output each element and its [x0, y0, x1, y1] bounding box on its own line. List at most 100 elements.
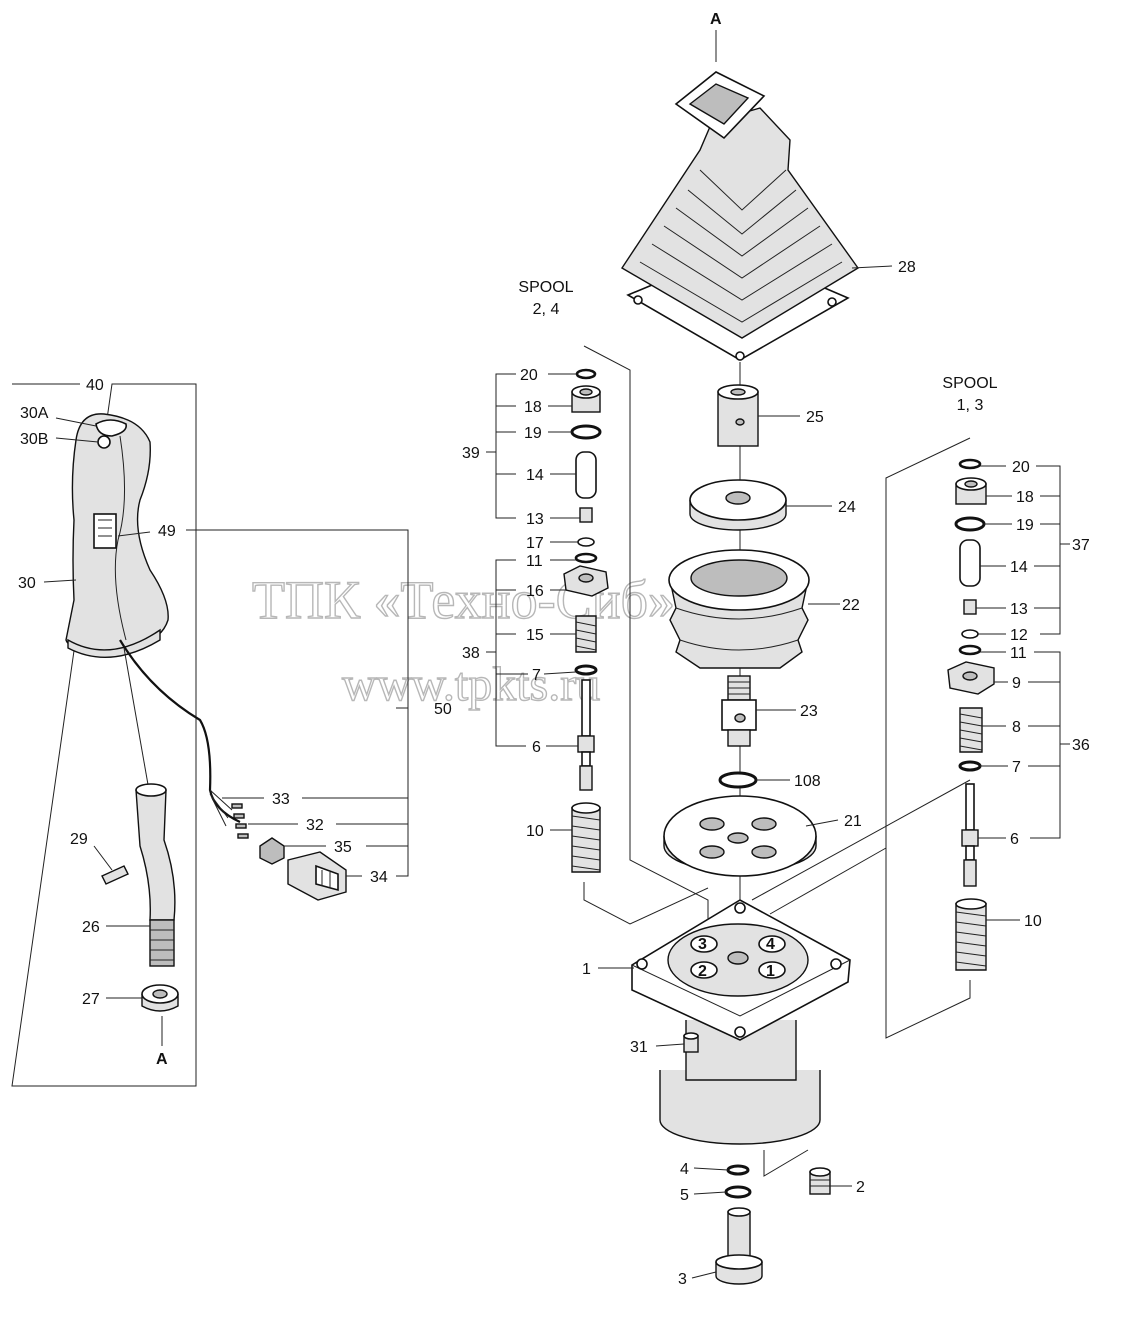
right-spool-guide-inner: [751, 779, 971, 915]
right-callout-19: 19: [1016, 517, 1034, 534]
handle-callout-29: 29: [70, 831, 88, 848]
callout-25: 25: [806, 409, 824, 426]
rubber-boot: [621, 71, 860, 361]
handle-callout-26: 26: [82, 919, 100, 936]
callout-3: 3: [678, 1271, 687, 1288]
left-spool-leaders: [486, 373, 580, 831]
bellows-cover: [668, 549, 810, 669]
right-callout-8: 8: [1012, 719, 1021, 736]
right-callout-7: 7: [1012, 759, 1021, 776]
left-callout-18: 18: [524, 399, 542, 416]
callout-5: 5: [680, 1187, 689, 1204]
callout-28: 28: [898, 259, 916, 276]
right-callout-20: 20: [1012, 459, 1030, 476]
watermark-url: www.tpkts.ru: [342, 658, 600, 711]
plug-2-bracket: [763, 1149, 809, 1177]
callout-4: 4: [680, 1161, 689, 1178]
callout-numbers: 28 25 24 22 23 108 21 1 31 4 5 2 3 20 18…: [18, 259, 1090, 1288]
right-spool-guide: [885, 437, 971, 1039]
nut-27: [141, 984, 179, 1012]
port-number-3: 3: [698, 936, 707, 953]
left-callout-7: 7: [532, 667, 541, 684]
disc-plate: [689, 479, 787, 531]
right-callout-13: 13: [1010, 601, 1028, 618]
o-ring-5: [724, 1185, 752, 1199]
right-callout-6: 6: [1010, 831, 1019, 848]
right-callout-37: 37: [1072, 537, 1090, 554]
left-callout-6: 6: [532, 739, 541, 756]
callout-24: 24: [838, 499, 856, 516]
callout-2: 2: [856, 1179, 865, 1196]
connector-34: [287, 851, 347, 901]
port-number-2: 2: [698, 963, 707, 980]
handle-callout-30b: 30B: [20, 431, 48, 448]
plug-2: [809, 1167, 831, 1195]
coupling: [717, 384, 759, 447]
o-ring-108: [718, 771, 758, 789]
callout-22: 22: [842, 597, 860, 614]
seal-35: [259, 837, 285, 865]
pin-assembly: [721, 675, 757, 747]
o-ring-4: [726, 1164, 750, 1176]
center-leaders: [598, 265, 893, 1279]
right-callout-36: 36: [1072, 737, 1090, 754]
left-callout-13: 13: [526, 511, 544, 528]
cable-wires: [209, 789, 233, 827]
plate-21: [663, 795, 817, 877]
top-marker-a: A: [710, 11, 722, 28]
left-spool-stack: [563, 368, 609, 873]
left-callout-16: 16: [526, 583, 544, 600]
handle-callout-33: 33: [272, 791, 290, 808]
right-callout-18: 18: [1016, 489, 1034, 506]
handle-assembly-frame: [11, 383, 197, 1087]
left-spool-guide-lower: [583, 882, 709, 925]
left-callout-19: 19: [524, 425, 542, 442]
right-callout-9: 9: [1012, 675, 1021, 692]
handle-callout-34: 34: [370, 869, 388, 886]
callout-31: 31: [630, 1039, 648, 1056]
handle-callout-49: 49: [158, 523, 176, 540]
spool-right-numbers: 1, 3: [957, 397, 984, 414]
handle-leaders: [43, 417, 409, 999]
handle-callout-35: 35: [334, 839, 352, 856]
terminals: [231, 803, 249, 839]
right-callout-11: 11: [1010, 645, 1027, 662]
left-callout-20: 20: [520, 367, 538, 384]
handle-callout-27: 27: [82, 991, 100, 1008]
lever-26: [135, 783, 176, 967]
casing: 3 4 2 1: [631, 899, 851, 1145]
callout-23: 23: [800, 703, 818, 720]
spool-left-numbers: 2, 4: [533, 301, 560, 318]
watermark-company: ТПК «Техно-Сиб»: [252, 570, 675, 630]
right-spool-leaders: [976, 465, 1070, 921]
left-spool-guide: [583, 345, 709, 920]
left-callout-17: 17: [526, 535, 544, 552]
left-callout-39: 39: [462, 445, 480, 462]
handle-callout-32: 32: [306, 817, 324, 834]
left-callout-11: 11: [526, 553, 543, 570]
right-spool-stack: [947, 458, 995, 971]
bottom-marker-a: A: [156, 1051, 168, 1068]
right-callout-10: 10: [1024, 913, 1042, 930]
left-callout-38: 38: [462, 645, 480, 662]
left-callout-10: 10: [526, 823, 544, 840]
handle-callout-50: 50: [434, 701, 452, 718]
handle-callout-30: 30: [18, 575, 36, 592]
handle-callout-30a: 30A: [20, 405, 49, 422]
right-callout-12: 12: [1010, 627, 1028, 644]
handle-callout-40: 40: [86, 377, 104, 394]
handle-axis: [123, 647, 151, 797]
port-number-4: 4: [766, 936, 775, 953]
callout-21: 21: [844, 813, 862, 830]
spool-right-title: SPOOL: [942, 375, 997, 392]
callout-1: 1: [582, 961, 591, 978]
left-callout-14: 14: [526, 467, 544, 484]
cable: [119, 639, 241, 823]
right-callout-14: 14: [1010, 559, 1028, 576]
plug-3: [715, 1207, 763, 1285]
callout-108: 108: [794, 773, 821, 790]
pin-29: [101, 865, 129, 885]
port-number-1: 1: [766, 963, 775, 980]
